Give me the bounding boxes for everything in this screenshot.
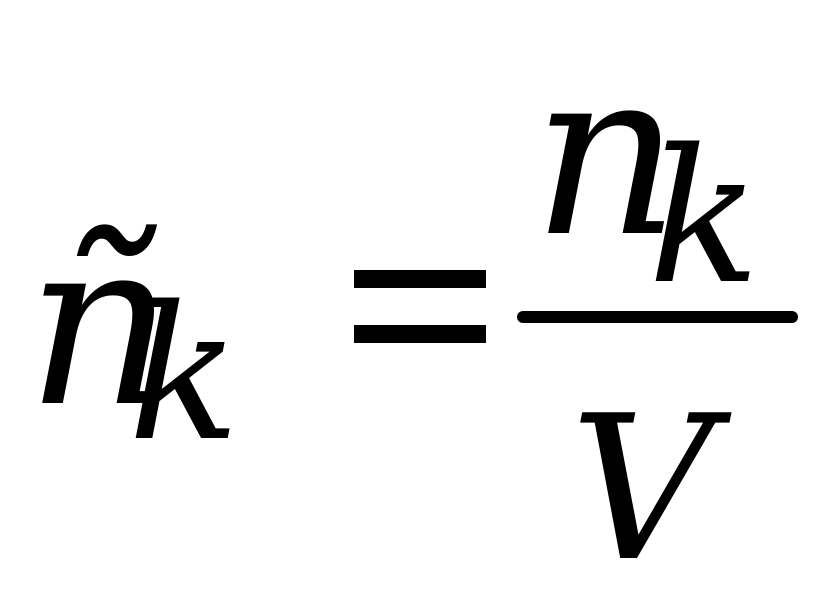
numerator-subscript-k: k xyxy=(648,109,761,325)
equals-top-bar xyxy=(354,270,486,288)
denominator-v-symbol: V xyxy=(570,373,715,606)
fraction-bar xyxy=(517,311,798,323)
equals-bottom-bar xyxy=(354,325,486,343)
numerator-n-symbol: n xyxy=(532,21,681,288)
lhs-subscript-k: k xyxy=(128,266,241,482)
lhs-n-tilde-symbol: ñ xyxy=(26,191,175,458)
